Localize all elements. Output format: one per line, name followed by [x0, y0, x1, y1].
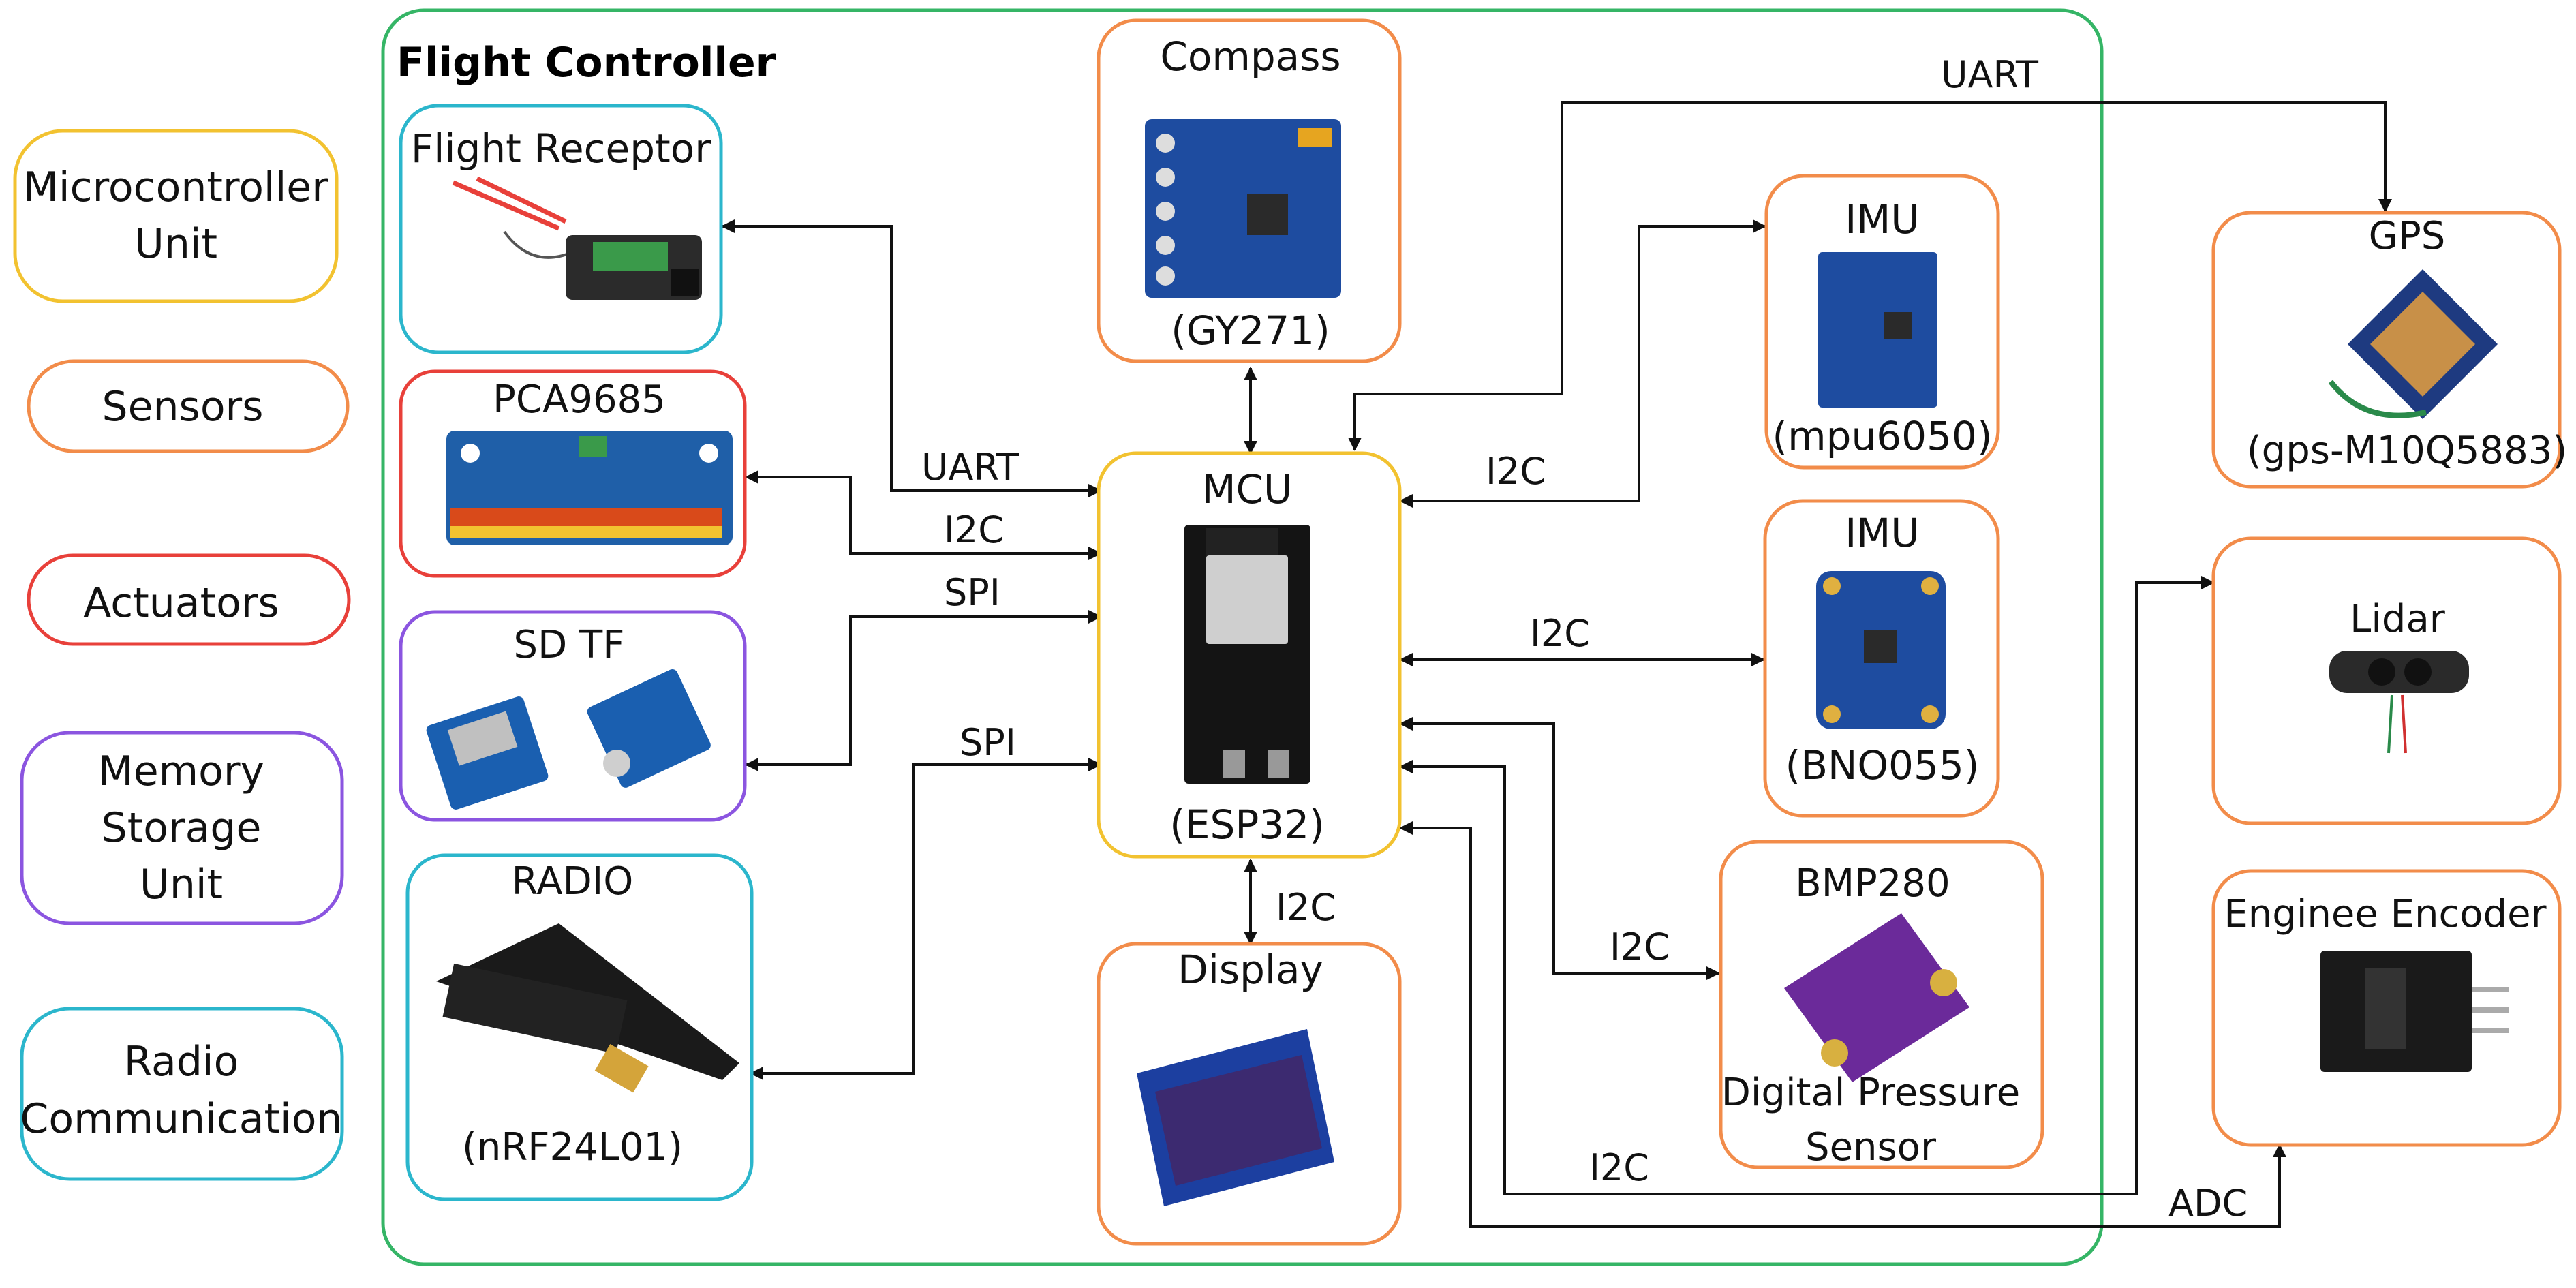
- wire-spi-radio: [751, 765, 1101, 1073]
- wire-spi-sd: [746, 617, 1101, 765]
- block-display: Display: [1099, 944, 1400, 1244]
- block-imu-mpu6050: IMU (mpu6050): [1766, 176, 1998, 467]
- compass-module-image: [1145, 119, 1341, 298]
- gps-subtitle: (gps-M10Q5883): [2247, 429, 2567, 473]
- legend-radio-line2: Communication: [20, 1095, 343, 1143]
- block-compass: Compass (GY271): [1099, 20, 1400, 361]
- label-i2c-imu1: I2C: [1486, 450, 1546, 493]
- legend-item-mcu: Microcontroller Unit: [15, 131, 337, 301]
- imu1-subtitle: (mpu6050): [1773, 413, 1993, 459]
- block-mcu: MCU (ESP32): [1099, 453, 1400, 857]
- display-title: Display: [1178, 947, 1323, 993]
- mcu-title: MCU: [1202, 466, 1293, 512]
- legend-item-memory: Memory Storage Unit: [22, 733, 342, 923]
- wire-i2c-imu1: [1400, 226, 1765, 501]
- block-gps: GPS (gps-M10Q5883): [2213, 213, 2567, 487]
- legend-item-sensors: Sensors: [29, 361, 348, 451]
- label-uart-gps: UART: [1941, 53, 2039, 96]
- pca9685-title: PCA9685: [493, 378, 666, 422]
- legend-memory-line1: Memory: [98, 748, 264, 795]
- bmp280-title: BMP280: [1795, 861, 1950, 906]
- imu2-subtitle: (BNO055): [1785, 742, 1980, 788]
- pca9685-board-image: [446, 431, 733, 545]
- compass-title: Compass: [1160, 33, 1340, 80]
- legend-actuators-label: Actuators: [83, 579, 279, 627]
- block-flight-receptor: Flight Receptor: [401, 106, 721, 352]
- legend: Microcontroller Unit Sensors Actuators M…: [15, 131, 349, 1179]
- block-lidar: Lidar: [2213, 538, 2560, 823]
- label-i2c-display: I2C: [1276, 886, 1336, 929]
- encoder-title: Enginee Encoder: [2224, 892, 2547, 936]
- block-imu-bno055: IMU (BNO055): [1765, 501, 1998, 816]
- legend-item-radio: Radio Communication: [20, 1009, 343, 1179]
- radio-title: RADIO: [512, 859, 634, 904]
- block-engine-encoder: Enginee Encoder: [2213, 871, 2560, 1145]
- label-spi-sd: SPI: [944, 571, 1000, 614]
- mcu-subtitle: (ESP32): [1169, 801, 1325, 848]
- label-uart-receptor: UART: [921, 446, 1019, 489]
- bmp280-subtitle-line2: Sensor: [1805, 1125, 1937, 1169]
- block-bmp280: BMP280 Digital Pressure Sensor: [1721, 842, 2042, 1169]
- bmp280-subtitle-line1: Digital Pressure: [1721, 1071, 2021, 1115]
- imu1-title: IMU: [1845, 196, 1920, 243]
- label-i2c-imu2: I2C: [1530, 612, 1590, 655]
- legend-radio-line1: Radio: [124, 1038, 239, 1086]
- gps-title: GPS: [2369, 214, 2446, 258]
- lidar-title: Lidar: [2350, 597, 2446, 641]
- bno055-board-image: [1816, 571, 1946, 729]
- label-i2c-pca: I2C: [944, 508, 1004, 551]
- legend-sensors-label: Sensors: [102, 383, 264, 431]
- wire-uart-receptor: [722, 226, 1101, 491]
- label-i2c-bmp: I2C: [1610, 925, 1670, 968]
- label-i2c-lidar: I2C: [1589, 1146, 1649, 1189]
- block-pca9685: PCA9685: [401, 371, 745, 576]
- imu2-title: IMU: [1845, 510, 1920, 556]
- wires: [722, 102, 2385, 1227]
- legend-memory-line2: Storage: [102, 804, 262, 852]
- legend-memory-line3: Unit: [140, 861, 223, 908]
- block-radio: RADIO (nRF24L01): [408, 855, 752, 1199]
- mpu6050-board-image: [1818, 252, 1937, 408]
- wire-i2c-bmp: [1400, 724, 1719, 973]
- legend-mcu-line2: Unit: [134, 220, 217, 268]
- legend-mcu-line1: Microcontroller: [23, 164, 328, 211]
- label-spi-radio: SPI: [960, 721, 1016, 764]
- sd-tf-title: SD TF: [514, 623, 625, 667]
- compass-subtitle: (GY271): [1171, 307, 1330, 354]
- block-sd-tf: SD TF: [401, 612, 745, 820]
- esp32-board-image: [1184, 525, 1310, 784]
- flight-receptor-title: Flight Receptor: [411, 125, 711, 172]
- frame-title: Flight Controller: [397, 39, 776, 87]
- radio-subtitle: (nRF24L01): [462, 1125, 683, 1169]
- legend-item-actuators: Actuators: [29, 555, 349, 644]
- label-adc-encoder: ADC: [2168, 1182, 2248, 1225]
